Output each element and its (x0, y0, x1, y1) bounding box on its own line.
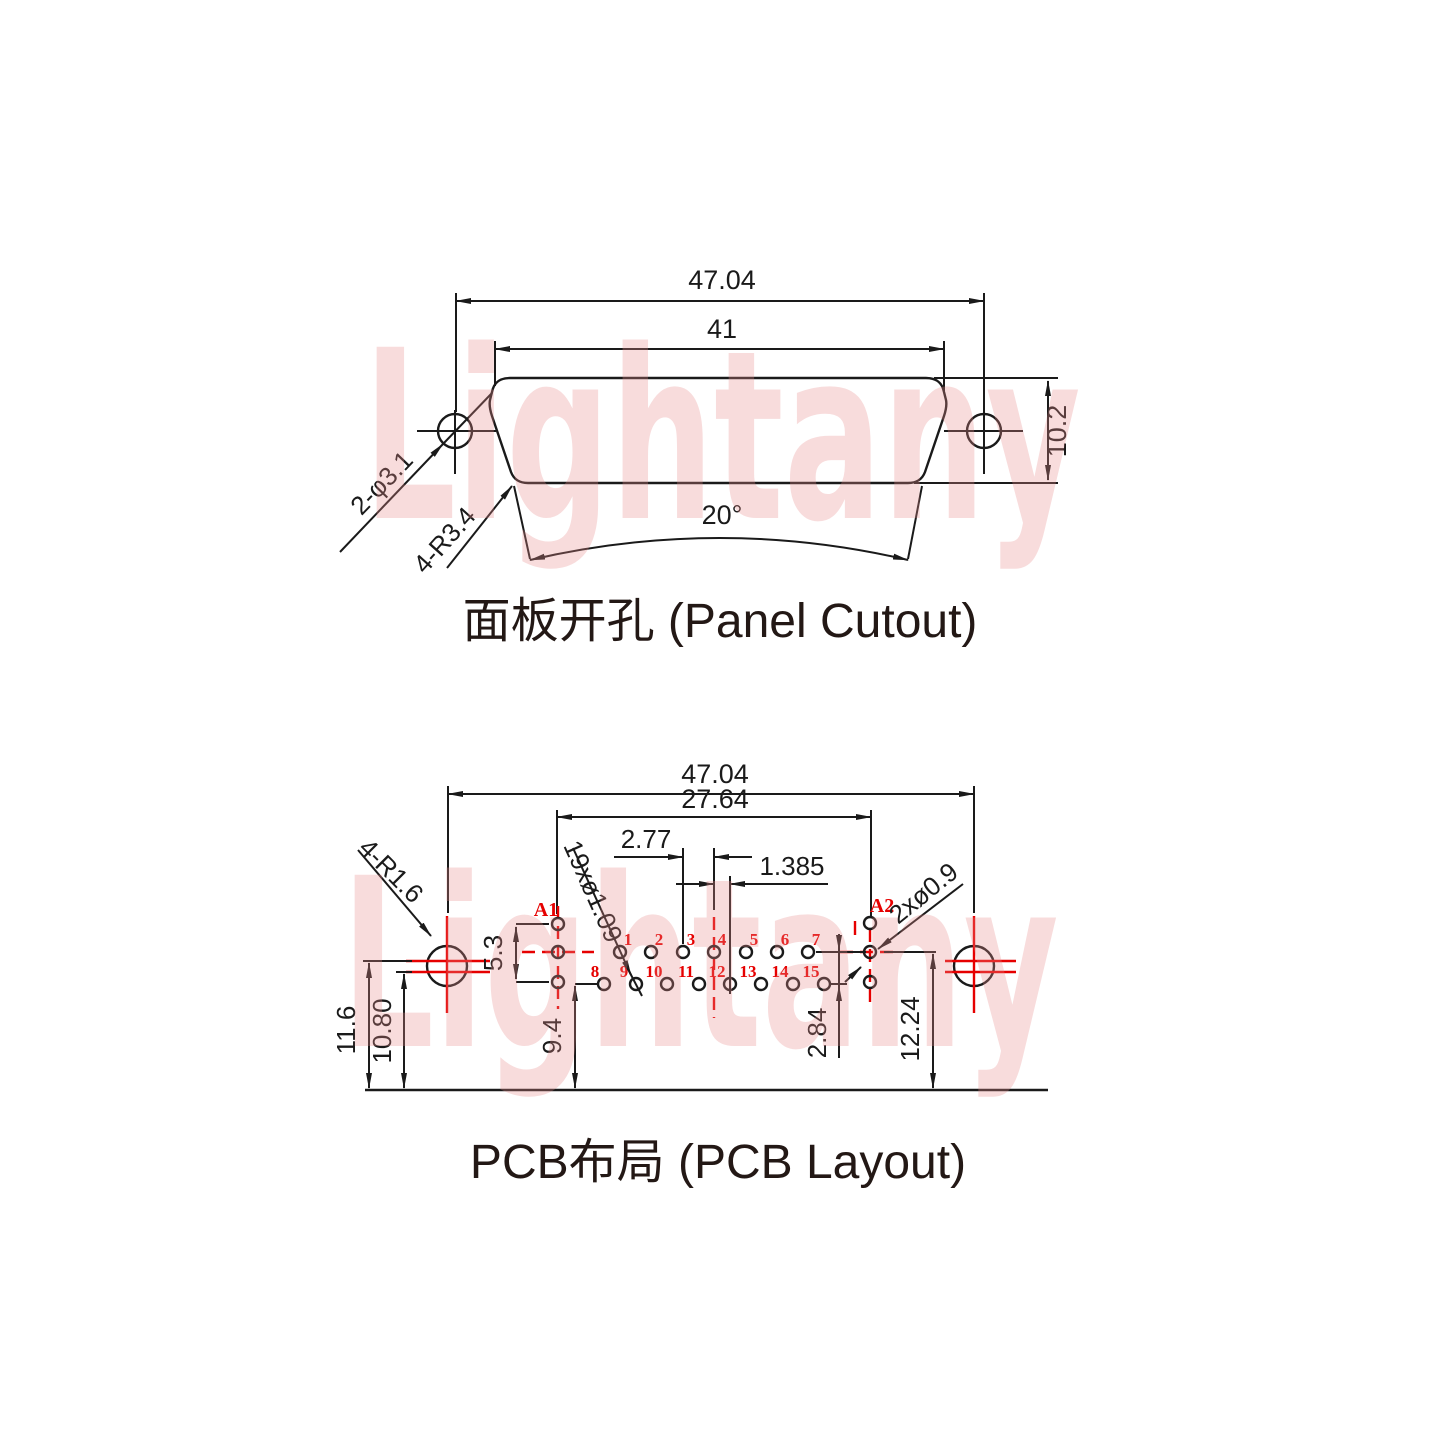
pcb-mount-hole-right (945, 916, 1016, 1013)
pin-label-2: 2 (655, 930, 664, 949)
panel-cutout-outline (488, 376, 948, 485)
pin-label-4: 4 (718, 930, 727, 949)
pin-label-12: 12 (709, 962, 726, 981)
panel-dim-hole-spacing: 47.04 (455, 265, 985, 412)
pin-label-11: 11 (678, 962, 694, 981)
pcb-dim-1-385: 1.385 (759, 851, 824, 881)
pcb-dim-mount-to-edge: 11.6 (331, 960, 412, 1089)
pin-label-7: 7 (812, 930, 821, 949)
pin-label-5: 5 (750, 930, 759, 949)
pin-label-8: 8 (591, 962, 600, 981)
pcb-dim-coax-height: 5.3 (478, 923, 549, 983)
pin-label-3: 3 (687, 930, 696, 949)
pcb-dim-coax-spacing: 27.64 (556, 784, 872, 916)
pcb-dim-47-04: 47.04 (681, 759, 749, 789)
pcb-dim-row-gap: 2.84 (802, 934, 866, 1058)
pcb-dim-10-80: 10.80 (367, 998, 397, 1063)
pcb-dim-mount-spacing: 47.04 (447, 759, 975, 913)
pcb-layout-title: PCB布局 (PCB Layout) (470, 1136, 966, 1189)
watermark-layer: Lightany Lightany (341, 302, 1080, 1103)
panel-cutout-title: 面板开孔 (Panel Cutout) (463, 595, 978, 648)
pcb-dim-pin-pitch: 2.77 (614, 824, 752, 944)
pin-label-1: 1 (624, 930, 633, 949)
pcb-dim-mount-center-to-edge: 10.80 (367, 971, 412, 1089)
pcb-dim-12-24: 12.24 (895, 996, 925, 1061)
pcb-coax-a1: A1 (522, 899, 594, 1009)
panel-dim-10-2: 10.2 (1042, 405, 1072, 458)
pcb-dim-2-77: 2.77 (621, 824, 672, 854)
panel-dim-cutout-width: 41 (494, 314, 945, 391)
pcb-pin-row-top: 1 2 3 4 5 6 7 (612, 930, 821, 960)
panel-dim-47-04: 47.04 (688, 265, 756, 295)
pcb-dim-coax-to-edge: 12.24 (884, 951, 936, 1089)
pin-label-14: 14 (772, 962, 790, 981)
pin-label-15: 15 (803, 962, 820, 981)
pin-label-6: 6 (781, 930, 790, 949)
pcb-dim-11-6: 11.6 (331, 1006, 361, 1055)
pcb-dim-row-offset: 1.385 (676, 851, 828, 994)
pcb-dim-9-4: 9.4 (537, 1018, 567, 1054)
pin-label-10: 10 (646, 962, 663, 981)
watermark-bottom: Lightany (341, 830, 1058, 1103)
watermark-top: Lightany (363, 302, 1080, 575)
panel-draft-angle: 20° (513, 485, 923, 561)
pcb-label-a1: A1 (534, 899, 558, 921)
panel-dim-20deg: 20° (702, 500, 743, 530)
pcb-dim-2-84: 2.84 (802, 1008, 832, 1059)
panel-dim-height: 10.2 (914, 377, 1072, 484)
pcb-label-a2: A2 (870, 895, 894, 917)
pcb-dim-5-3: 5.3 (478, 935, 508, 971)
pin-label-13: 13 (740, 962, 757, 981)
pcb-mount-hole-left (406, 916, 490, 1013)
pcb-dim-27-64: 27.64 (681, 784, 749, 814)
panel-mount-hole-right (944, 410, 1023, 474)
pcb-dim-row-to-edge: 9.4 (537, 983, 598, 1089)
panel-dim-41: 41 (707, 314, 737, 344)
